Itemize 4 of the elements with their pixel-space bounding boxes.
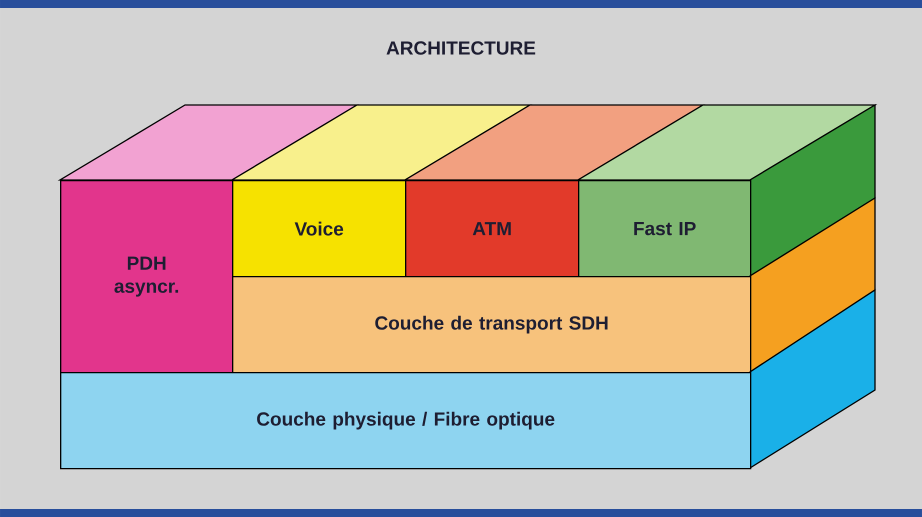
- node-label: ATM: [472, 222, 511, 236]
- node-label: Voice: [294, 222, 344, 236]
- node-label: Fast IP: [634, 222, 696, 236]
- title: ARCHITECTURE: [386, 41, 536, 55]
